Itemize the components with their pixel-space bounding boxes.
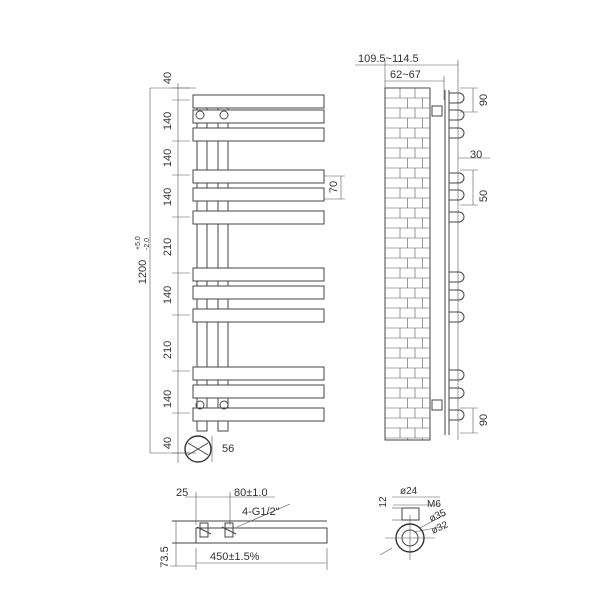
dim-label-210-b: 210: [162, 341, 174, 359]
depth-bracket-label: 62~67: [390, 69, 421, 81]
riser-right: [217, 94, 229, 432]
width-label: 450±1.5%: [210, 551, 260, 563]
bar-ends: [449, 92, 465, 421]
pipe-centres-label: 80±1.0: [234, 487, 268, 499]
thread-label: 4-G1/2": [242, 506, 280, 518]
detail-height-label: 12: [378, 496, 389, 508]
bracket-bottom-label: 90: [478, 414, 490, 426]
overall-height-tol-lower: -2.0: [144, 238, 151, 250]
front-view: 40 140 140 140 210 140 210 140 40 1200 +…: [135, 72, 345, 463]
bottom-view: 25 80±1.0 4-G1/2" 73.5 450±1.5%: [159, 487, 328, 570]
radiator-bottom-body: [195, 527, 328, 544]
fixing-bolt-icon: [195, 400, 205, 410]
towel-bars: [192, 94, 325, 422]
detail-view: ø24 M6 12 ø35 ø32: [378, 486, 450, 560]
fixing-bolt-icon: [219, 400, 229, 410]
wall-bricks: [385, 87, 430, 440]
pipe-connector-icon: [221, 522, 237, 538]
side-view: 109.5~114.5 62~67 90: [355, 53, 490, 441]
dim-label-140-d: 140: [162, 286, 174, 304]
depth-total-label: 109.5~114.5: [358, 53, 419, 65]
fixing-bolt-icon: [219, 110, 229, 120]
overall-height-label: 1200 +5.0 -2.0: [135, 236, 151, 284]
dim-label-140-c: 140: [162, 188, 174, 206]
overall-height-tol-upper: +5.0: [135, 236, 142, 250]
bracket-gap-label: 30: [470, 149, 482, 161]
bar-height-label: 70: [328, 181, 340, 193]
dim-label-bottom-40: 40: [162, 437, 174, 449]
fixing-bolt-icon: [195, 110, 205, 120]
dia-top-label: ø24: [400, 486, 418, 497]
dim-label-top-40: 40: [162, 72, 174, 84]
valve-icon: [184, 435, 212, 463]
bracket-mid-label: 50: [478, 190, 490, 202]
overall-height-value: 1200: [137, 260, 149, 284]
vertical-dimension-ticks: [172, 87, 190, 454]
dim-label-140-a: 140: [162, 112, 174, 130]
offset-label: 25: [176, 487, 188, 499]
dim-label-140-b: 140: [162, 149, 174, 167]
valve-dim-label: 56: [222, 443, 234, 455]
height-label: 73.5: [159, 546, 171, 567]
screw-label: M6: [427, 499, 441, 510]
dim-label-140-e: 140: [162, 390, 174, 408]
bracket-top-label: 90: [478, 94, 490, 106]
pipe-connector-icon: [196, 522, 212, 538]
dim-label-210-a: 210: [162, 238, 174, 256]
riser-left: [196, 94, 208, 432]
